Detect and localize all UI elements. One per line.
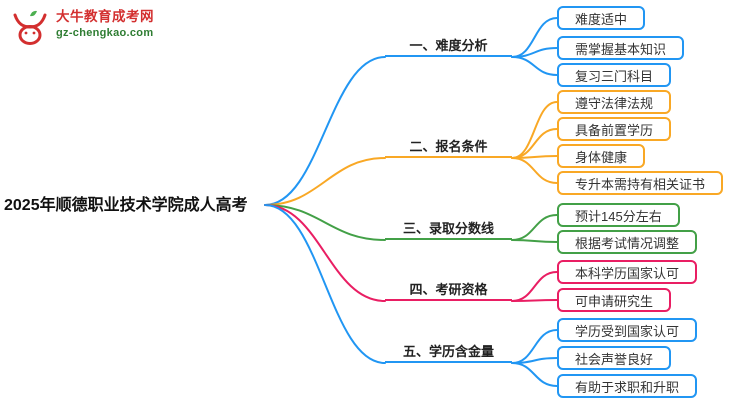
- connector-root-branch-4: [264, 204, 386, 302]
- branch-difficulty-analysis: 一、难度分析: [385, 37, 512, 57]
- connector-b4-leaf-1: [511, 271, 558, 302]
- leaf-node: 具备前置学历: [557, 117, 672, 141]
- leaf-accent-icon: [30, 10, 37, 17]
- leaf-node: 本科学历国家认可: [557, 260, 698, 284]
- leaf-node: 学历受到国家认可: [557, 318, 698, 342]
- leaf-node: 社会声誉良好: [557, 346, 672, 370]
- leaf-node: 可申请研究生: [557, 288, 672, 312]
- connector-b3-leaf-1: [511, 214, 558, 241]
- connector-root-branch-3: [264, 204, 386, 241]
- connector-b2-leaf-1: [511, 101, 558, 159]
- leaf-node: 身体健康: [557, 144, 646, 168]
- connector-b5-leaf-3: [511, 362, 558, 387]
- connector-b5-leaf-2: [511, 357, 558, 364]
- logo-title: 大牛教育成考网: [56, 9, 154, 24]
- logo-url: gz-chengkao.com: [56, 27, 154, 39]
- branch-degree-value: 五、学历含金量: [385, 343, 512, 363]
- bull-logo-icon: [13, 10, 47, 45]
- connector-root-branch-5: [264, 204, 386, 364]
- leaf-node: 专升本需持有相关证书: [557, 171, 724, 195]
- branch-admission-score: 三、录取分数线: [385, 220, 512, 240]
- leaf-node: 复习三门科目: [557, 63, 672, 87]
- leaf-node: 有助于求职和升职: [557, 374, 698, 398]
- logo-text: 大牛教育成考网 gz-chengkao.com: [56, 8, 154, 40]
- leaf-node: 预计145分左右: [557, 203, 680, 227]
- logo: 大牛教育成考网 gz-chengkao.com: [10, 8, 154, 48]
- connector-b5-leaf-1: [511, 329, 558, 364]
- connector-b1-leaf-3: [511, 56, 558, 76]
- connector-b2-leaf-4: [511, 157, 558, 184]
- leaf-node: 根据考试情况调整: [557, 230, 698, 254]
- branch-postgrad-eligibility: 四、考研资格: [385, 281, 512, 301]
- leaf-node: 需掌握基本知识: [557, 36, 685, 60]
- connector-root-branch-1: [264, 56, 386, 206]
- connector-b2-leaf-3: [511, 155, 558, 159]
- connector-b2-leaf-2: [511, 128, 558, 159]
- connector-b3-leaf-2: [511, 239, 558, 243]
- root-topic: 2025年顺德职业技术学院成人高考: [4, 197, 248, 214]
- connector-b4-leaf-2: [511, 299, 558, 302]
- connector-b1-leaf-2: [511, 47, 558, 58]
- leaf-node: 难度适中: [557, 6, 646, 30]
- branch-registration-conditions: 二、报名条件: [385, 138, 512, 158]
- leaf-node: 遵守法律法规: [557, 90, 672, 114]
- connector-b1-leaf-1: [511, 17, 558, 58]
- connector-root-branch-2: [264, 157, 386, 206]
